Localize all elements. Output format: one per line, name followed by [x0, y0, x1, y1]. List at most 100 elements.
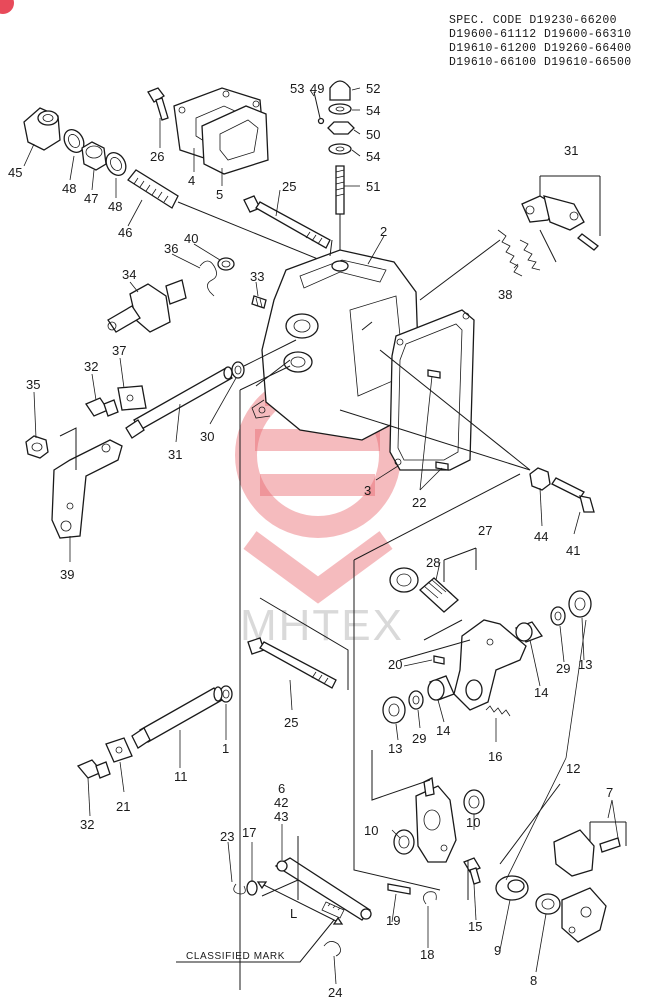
part-number: 41: [566, 543, 580, 558]
part-number: 50: [366, 127, 380, 142]
part-48-washer-b: [105, 152, 127, 176]
part-10-lever-plate: [415, 777, 457, 863]
part-14-bushing-lower: [427, 675, 455, 701]
part-number: 39: [60, 567, 74, 582]
part-30-oring: [231, 339, 297, 379]
part-number: 26: [150, 149, 164, 164]
part-number: 36: [164, 241, 178, 256]
part-number: 18: [420, 947, 434, 962]
part-29-washer-lower: [408, 690, 424, 710]
part-number: 33: [250, 269, 264, 284]
fork-lever: [423, 619, 527, 711]
spec-line-4: D19610-66100 D19610-66500: [449, 56, 632, 69]
part-17-washer: [246, 880, 258, 896]
part-22-dowel-pins: [427, 369, 449, 471]
part-number: 13: [578, 657, 592, 672]
part-8-bushing: [535, 893, 561, 915]
part-number: 16: [488, 749, 502, 764]
part-number: 3: [364, 483, 371, 498]
part-51-stud: [335, 165, 345, 262]
part-53-49-pin: [313, 91, 325, 125]
part-number: 54: [366, 103, 380, 118]
part-44-nut: [529, 467, 551, 491]
part-number: 31: [168, 447, 182, 462]
part-number: 9: [494, 943, 501, 958]
part-number: 23: [220, 829, 234, 844]
dimension-L-label: L: [290, 906, 297, 921]
part-45-cap-nut: [23, 107, 61, 151]
part-number-labels: 45 48 47 48 46 26 4 5 53 49 52 54 50 54 …: [8, 81, 613, 1000]
part-36-spring: [199, 260, 217, 297]
part-number: 15: [468, 919, 482, 934]
part-25-long-bolt-lower: [247, 637, 337, 689]
part-number: 32: [84, 359, 98, 374]
part-number: 14: [436, 723, 450, 738]
part-3-housing-gasket: [389, 309, 475, 471]
part-15-bolt: [463, 857, 481, 885]
exploded-guide-lines: [239, 239, 561, 990]
part-26-bolt: [147, 87, 169, 121]
part-number: 2: [380, 224, 387, 239]
part-number: 30: [200, 429, 214, 444]
part-number: 40: [184, 231, 198, 246]
part-number: 14: [534, 685, 548, 700]
part-7-lever-arm: [553, 821, 627, 877]
dimension-L: L: [256, 881, 344, 925]
part-number: 11: [174, 769, 188, 784]
watermark-text: MHTEX: [240, 601, 404, 650]
part-18-clip: [423, 891, 437, 905]
part-16-spring: [485, 705, 511, 717]
part-9-bushing: [495, 875, 529, 901]
part-number: 32: [80, 817, 94, 832]
part-number: 10: [466, 815, 480, 830]
part-number: 17: [242, 825, 256, 840]
part-number: 53: [290, 81, 304, 96]
part-number: 42: [274, 795, 288, 810]
part-13-seal-upper: [568, 590, 592, 618]
part-10-seal-right: [463, 789, 485, 815]
part-number: 48: [62, 181, 76, 196]
part-number: 44: [534, 529, 548, 544]
corner-badge-icon: [0, 0, 14, 14]
part-31-lever-assembly: [521, 175, 601, 251]
part-11-shaft: [131, 686, 223, 749]
part-number: 7: [606, 785, 613, 800]
part-number: 47: [84, 191, 98, 206]
part-number: 27: [478, 523, 492, 538]
part-number: 1: [222, 741, 229, 756]
part-number: 5: [216, 187, 223, 202]
part-5-cover: [201, 105, 269, 175]
part-13-seal-lower: [382, 696, 406, 724]
classified-mark-label: CLASSIFIED MARK: [186, 951, 285, 962]
part-47-nut: [81, 141, 107, 171]
part-number: 51: [366, 179, 380, 194]
part-number: 21: [116, 799, 130, 814]
part-46-adjust-screw: [127, 169, 341, 269]
part-number: 12: [566, 761, 580, 776]
part-number: 19: [386, 913, 400, 928]
spec-code-block: SPEC. CODE D19230-66200 D19600-61112 D19…: [449, 14, 632, 70]
part-54-washer-b: [328, 143, 352, 155]
part-number: 43: [274, 809, 288, 824]
part-33-screw: [251, 295, 267, 309]
part-19-pin: [387, 883, 411, 895]
part-1-oring: [219, 685, 233, 703]
part-41-bolt: [339, 409, 595, 513]
part-24-clip: [323, 941, 341, 957]
part-38-spring: [497, 229, 557, 277]
part-21-plate: [105, 737, 133, 763]
part-number: 45: [8, 165, 22, 180]
part-20-pin: [433, 655, 445, 665]
part-number: 29: [556, 661, 570, 676]
part-number: 48: [108, 199, 122, 214]
part-37-plate: [117, 385, 147, 411]
part-27-spring: [419, 547, 477, 613]
part-number: 35: [26, 377, 40, 392]
part-48-washer-a: [63, 129, 85, 153]
classified-mark-callout: CLASSIFIED MARK: [176, 919, 335, 963]
part-28-seal: [389, 567, 419, 593]
part-number: 4: [188, 173, 195, 188]
part-54-washer-a: [328, 103, 352, 115]
part-50-nut: [327, 121, 355, 135]
